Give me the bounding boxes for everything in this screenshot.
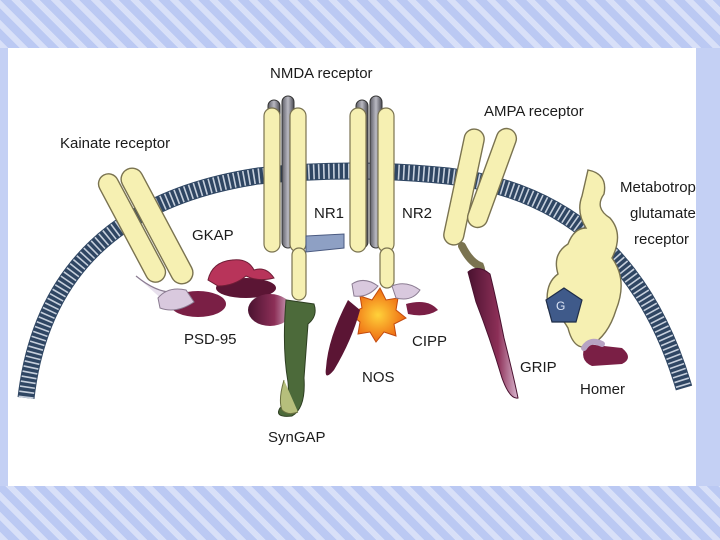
g-protein [545,287,583,323]
label-g-protein: G [556,299,565,313]
label-gkap: GKAP [192,227,234,244]
label-metabotropic-line3: receptor [634,231,689,248]
label-cipp: CIPP [412,333,447,350]
synapse-diagram: NMDA receptor AMPA receptor Kainate rece… [8,48,696,486]
label-psd-95: PSD-95 [184,331,237,348]
label-nr2: NR2 [402,205,432,222]
label-syngap: SynGAP [268,429,326,446]
label-nr1: NR1 [314,205,344,222]
gkap-protein [207,259,275,287]
label-metabotropic-line1: Metabotropic [620,179,696,196]
label-homer: Homer [580,381,625,398]
kainate-receptor [97,167,194,311]
homer-protein [581,338,628,366]
ampa-receptor [443,127,518,286]
label-kainate-receptor: Kainate receptor [60,135,170,152]
slide-background-right [696,48,720,486]
cipp-protein [325,280,438,376]
nos-protein [349,287,407,343]
psd-95-protein [157,278,292,326]
synapse-diagram-svg: NMDA receptor AMPA receptor Kainate rece… [17,65,696,446]
label-nmda-receptor: NMDA receptor [270,65,373,82]
slide-background-bottom [0,486,720,540]
label-ampa-receptor: AMPA receptor [484,103,584,120]
label-nos: NOS [362,369,395,386]
label-metabotropic-line2: glutamate [630,205,696,222]
label-grip: GRIP [520,359,557,376]
slide-background-left [0,48,8,486]
nmda-nr1-subunit [263,95,345,301]
syngap-protein [278,299,316,417]
slide-background-top [0,0,720,48]
nmda-nr2-subunit [349,95,395,289]
grip-protein [467,268,519,399]
